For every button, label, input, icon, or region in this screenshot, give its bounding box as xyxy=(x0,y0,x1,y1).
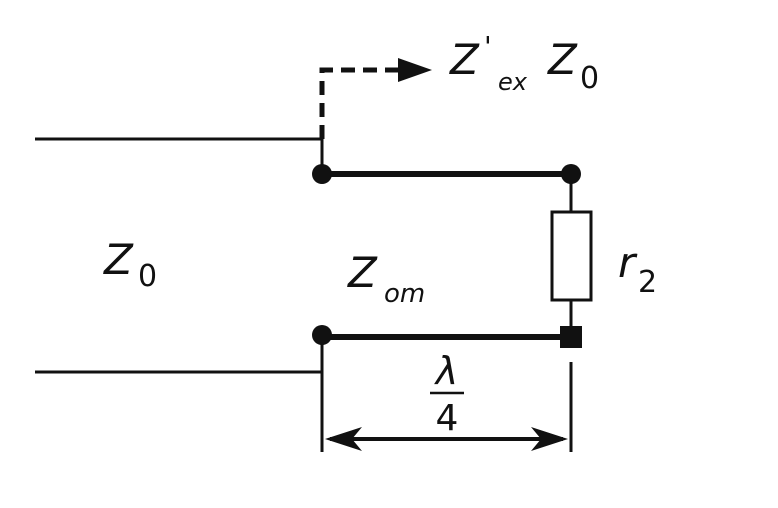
node-left-bottom xyxy=(312,325,332,345)
dimension-arrowhead-right xyxy=(531,427,568,451)
length-denominator: 4 xyxy=(436,398,459,439)
input-impedance-subscript: ex xyxy=(498,68,528,96)
input-impedance-dashed-arrow xyxy=(319,67,405,139)
input-impedance-arrowhead xyxy=(398,58,432,82)
input-impedance-equals-symbol: Z xyxy=(547,35,578,84)
transformer-impedance-subscript: om xyxy=(384,279,425,309)
line-impedance-symbol: Z xyxy=(103,235,134,284)
transformer-impedance-symbol: Z xyxy=(347,248,378,297)
node-left-top xyxy=(312,164,332,184)
input-impedance-equals-subscript: 0 xyxy=(580,61,599,96)
load-symbol: r xyxy=(618,238,638,287)
line-impedance-subscript: 0 xyxy=(138,259,157,294)
load-subscript: 2 xyxy=(638,265,657,300)
input-impedance-prime: ' xyxy=(484,30,492,63)
input-impedance-symbol: Z xyxy=(449,35,480,84)
node-right-bottom xyxy=(560,326,582,348)
dimension-arrowhead-left xyxy=(325,427,362,451)
length-numerator: λ xyxy=(434,349,459,393)
load-resistor xyxy=(550,210,593,302)
